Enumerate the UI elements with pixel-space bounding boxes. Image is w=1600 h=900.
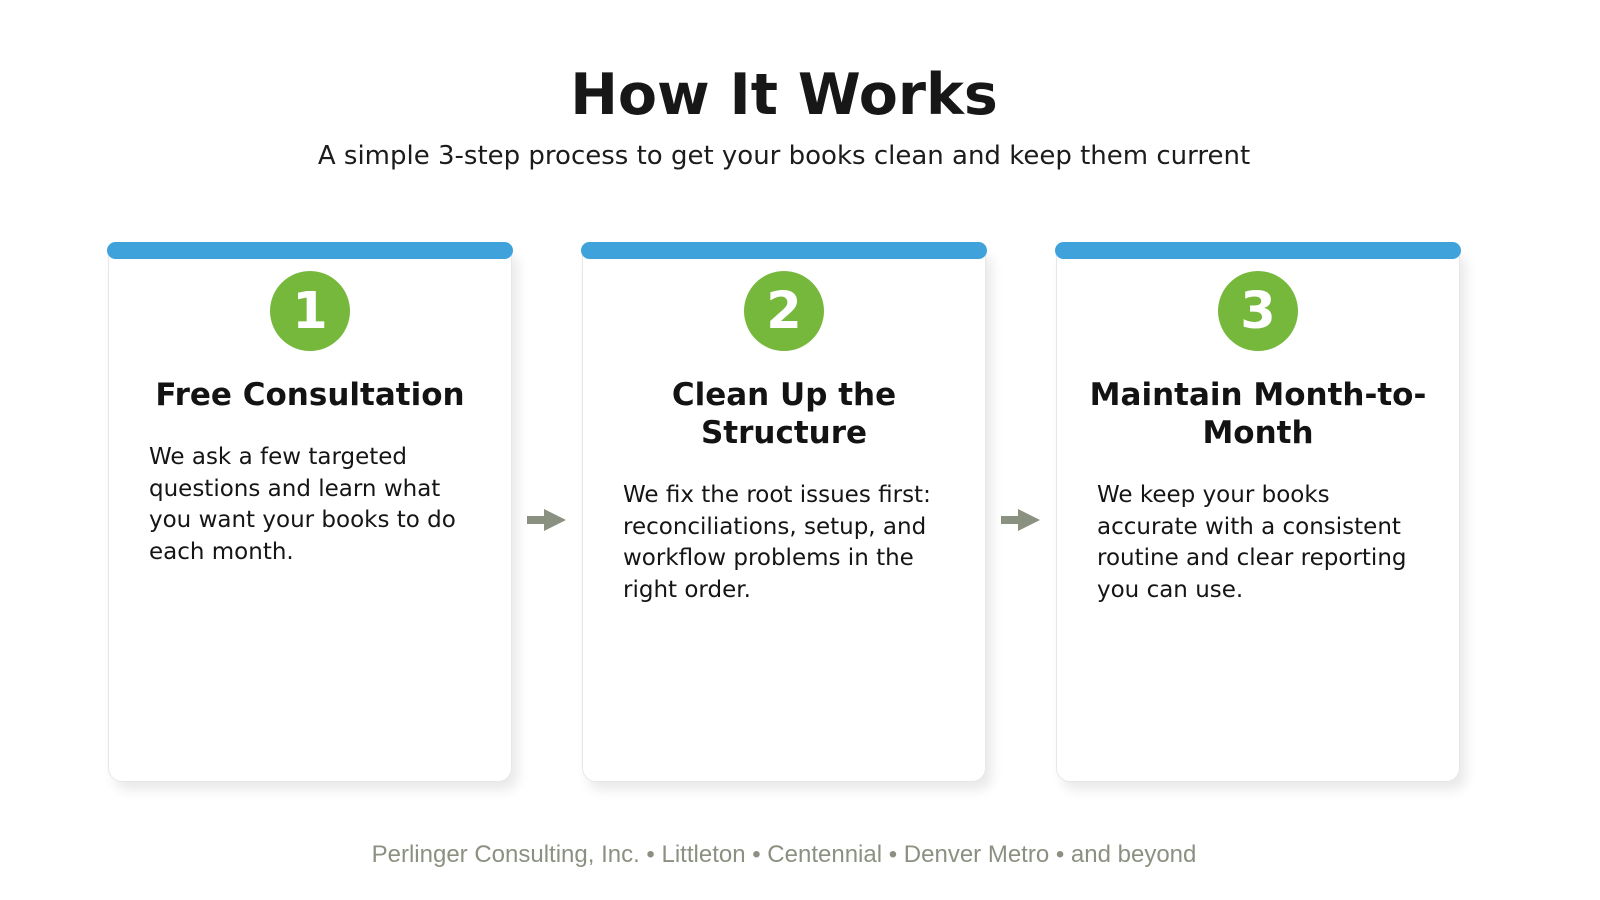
step-connector xyxy=(986,508,1056,532)
step-number-badge: 2 xyxy=(744,271,824,351)
step-description: We ask a few targeted questions and lear… xyxy=(149,444,456,565)
step-title: Free Consultation xyxy=(155,377,465,413)
step-connector xyxy=(512,508,582,532)
step-description: We fix the root issues first: reconcilia… xyxy=(623,482,931,603)
step-card-2: 2 Clean Up the Structure We fix the root… xyxy=(581,242,987,782)
step-card-3: 3 Maintain Month-to-Month We keep your b… xyxy=(1055,242,1461,782)
footer-text: Perlinger Consulting, Inc. • Littleton •… xyxy=(371,841,1197,868)
page-subtitle: A simple 3-step process to get your book… xyxy=(317,141,1251,171)
arrow-right-icon xyxy=(1001,508,1041,532)
step-title: Maintain Month-to-Month xyxy=(1089,377,1427,451)
step-card-1: 1 Free Consultation We ask a few targete… xyxy=(107,242,513,782)
card-accent-bar xyxy=(581,242,987,259)
step-number-badge: 1 xyxy=(270,271,350,351)
how-it-works-section: How It Works A simple 3-step process to … xyxy=(107,0,1461,870)
card-accent-bar xyxy=(107,242,513,259)
card-accent-bar xyxy=(1055,242,1461,259)
step-description: We keep your books accurate with a consi… xyxy=(1097,482,1407,603)
arrow-right-icon xyxy=(527,508,567,532)
page-title: How It Works xyxy=(570,62,998,128)
steps-row: 1 Free Consultation We ask a few targete… xyxy=(107,242,1461,782)
step-number-badge: 3 xyxy=(1218,271,1298,351)
step-title: Clean Up the Structure xyxy=(671,377,897,451)
